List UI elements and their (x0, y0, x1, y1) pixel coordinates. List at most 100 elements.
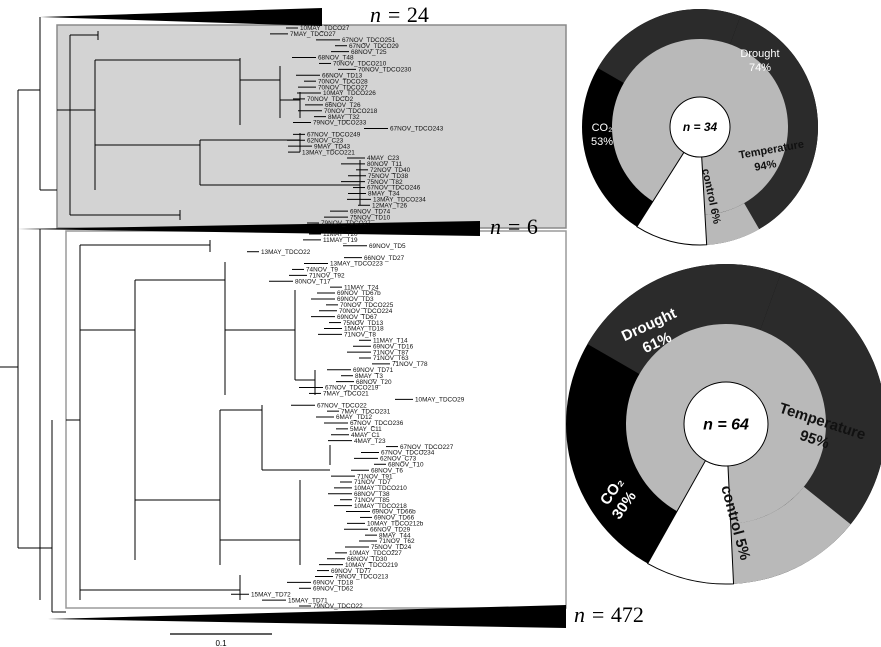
donut-center-label: n = 64 (703, 417, 749, 434)
leaf-label: 69NOV_TD74 (350, 208, 391, 215)
drought-pct: 74% (749, 62, 771, 74)
leaf-label: 70NOV_TDCO218 (324, 108, 378, 115)
leaf-label: 79NOV_TDCO213 (335, 574, 389, 581)
tree-branch (80, 405, 331, 600)
leaf-label: 8MAY_T44 (379, 532, 411, 539)
clade-count-472: n = 472 (574, 602, 644, 627)
leaf-label: 68NOV_T20 (356, 379, 392, 386)
clade-box-upper (56, 24, 567, 229)
leaf-label: 66NOV_T26 (325, 102, 361, 109)
leaf-label: 69NOV_TD62 (313, 585, 354, 592)
temperature-ring (625, 323, 826, 524)
leaf-label: 69NOV_TD16 (373, 343, 414, 350)
leaf-label: 74NOV_T9 (306, 267, 338, 274)
co2-label: CO₂ (592, 122, 613, 134)
drought-label: Drought (740, 48, 779, 60)
leaf-label: 71NOV_T62 (379, 538, 415, 545)
leaf-label: 67NOV_TDCO243 (390, 126, 444, 133)
donut-center (683, 381, 769, 467)
leaf-label: 70NOV_TDCO27 (318, 84, 368, 91)
leaf-label: 8MAY_T34 (368, 191, 400, 198)
leaf-label: 7MAY_TDCO231 (341, 408, 391, 415)
leaf-label: 71NOV_T78 (392, 361, 428, 368)
leaf-label: 69NOV_TD3 (337, 296, 374, 303)
leaf-label: 71NOV_TD7 (354, 479, 391, 486)
leaf-label: 71NOV_T85 (354, 497, 390, 504)
leaf-label: 70NOV_TDCO225 (340, 302, 394, 309)
leaf-label: 75NOV_T82 (367, 179, 403, 186)
leaf-label: 7MAY_TDCO21 (323, 391, 369, 398)
temperature-ring (611, 39, 788, 215)
leaf-label: 75NOV_TD24 (371, 544, 412, 551)
leaf-label: 10MAY_TDCO27 (300, 25, 350, 32)
leaf-label: 67NOV_TDCO234 (381, 450, 435, 457)
leaf-label: 13MAY_TDCO234 (373, 197, 426, 204)
leaf-label: 4MAY_T23 (354, 438, 386, 445)
leaf-label: 13MAY_TDCO22 (261, 249, 311, 256)
tree-backbone (0, 17, 81, 613)
leaf-label: 71NOV_T87 (373, 349, 409, 356)
leaf-label: 13MAY_TDCO221 (302, 149, 355, 156)
tree-branch (70, 31, 361, 220)
tree-branch (80, 240, 316, 560)
leaf-label: 79NOV_TDCO22 (313, 603, 363, 610)
leaf-label: 71NOV_T91 (357, 473, 393, 480)
leaf-label: 72NOV_TD40 (370, 167, 411, 174)
leaf-label: 69NOV_TD71 (353, 367, 394, 374)
leaf-label: 79NOV_TDCO27 (321, 220, 371, 227)
leaf-label: 70NOV_TDCO230 (358, 67, 412, 74)
leaf-label: 62NOV_C73 (380, 456, 417, 463)
leaf-label: 10MAY_TDCO29 (415, 397, 465, 404)
leaf-label: 69NOV_TD5 (369, 243, 406, 250)
leaf-label: 69NOV_TD66b (372, 509, 416, 516)
leaf-label: 11MAY_T19 (323, 237, 358, 244)
leaf-label: 10MAY_TDCO212b (367, 521, 424, 528)
leaf-label: 68NOV_T25 (351, 49, 387, 56)
leaf-label: 8MAY_T32 (328, 114, 360, 121)
leaf-label: 70NOV_TDCO2 (307, 96, 354, 103)
leaf-label: 8MAY_T3 (355, 373, 383, 380)
donut-chart-small: n = 34Drought74%CO₂53%Temperature94%cont… (582, 9, 819, 246)
tree-branch (200, 66, 301, 152)
leaf-label: 71NOV_T92 (309, 273, 345, 280)
temperature-segment (730, 486, 851, 584)
temperature-pct: 94% (754, 158, 778, 174)
leaf-label: 68NOV_T10 (388, 461, 424, 468)
leaf-label: 67NOV_TDCO227 (400, 444, 454, 451)
leaf-label: 80NOV_T17 (295, 278, 331, 285)
collapsed-clade-6 (18, 221, 480, 236)
leaf-label: 66NOV_TD29 (370, 526, 411, 533)
clade-count-6: n = 6 (490, 214, 538, 239)
leaf-label: 67NOV_TDCO219 (325, 385, 379, 392)
leaf-label: 68NOV_T48 (318, 55, 354, 62)
leaf-label: 10MAY_TDCO226 (323, 90, 376, 97)
leaf-label: 69NOV_TD77 (331, 568, 372, 575)
leaf-label: 10MAY_TDCO210 (354, 485, 407, 492)
leaf-label: 4MAY_C1 (351, 432, 380, 439)
leaf-label: 79NOV_TDCO233 (313, 120, 367, 127)
upper-clade-leaves: 10MAY_TDCO277MAY_TDCO2767NOV_TDCO25167NO… (70, 25, 444, 600)
leaf-label: 66NOV_TD27 (364, 255, 405, 262)
leaf-label: 67NOV_TDCO246 (367, 185, 421, 192)
leaf-label: 11MAY_T20 (323, 231, 358, 238)
leaf-label: 71NOV_T8 (344, 332, 376, 339)
leaf-label: 70NOV_TDCO28 (318, 78, 368, 85)
leaf-label: 67NOV_TDCO29 (349, 43, 399, 50)
leaf-label: 6MAY_TD12 (336, 414, 373, 421)
leaf-label: 7MAY_TDCO27 (290, 31, 336, 38)
co2-pct: 53% (591, 136, 613, 148)
leaf-label: 10MAY_TDCO227 (349, 550, 402, 557)
leaf-label: 68NOV_T38 (354, 491, 390, 498)
leaf-label: 11MAY_T14 (373, 337, 408, 344)
leaf-label: 67NOV_TDCO249 (307, 132, 361, 139)
scale-label: 0.1 (215, 639, 227, 647)
leaf-label: 67NOV_TDCO22 (317, 402, 367, 409)
leaf-label: 4MAY_C23 (367, 155, 400, 162)
leaf-label: 13MAY_TDCO223 (330, 261, 383, 268)
leaf-label: 69NOV_TD67 (337, 314, 378, 321)
collapsed-clade-472 (48, 605, 566, 628)
leaf-label: 66NOV_TD30 (347, 556, 388, 563)
leaf-label: 5MAY_C11 (350, 426, 382, 433)
donut-chart-large: n = 64Drought61%CO₂30%Temperature95%cont… (566, 264, 881, 585)
